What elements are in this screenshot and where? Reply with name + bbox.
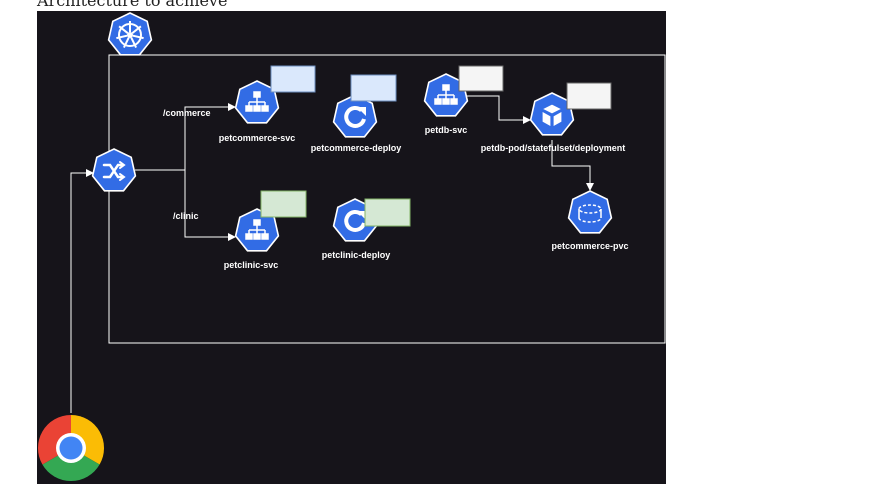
petcommerce-svc-note-box	[270, 65, 316, 93]
connectors	[70, 95, 594, 413]
petclinic-svc-note-box	[260, 190, 307, 218]
pod-cube-icon	[540, 103, 564, 129]
pvc-disk-icon	[578, 204, 602, 223]
cluster-boundary	[108, 54, 666, 344]
svc-network-icon	[245, 91, 269, 112]
petcommerce-deploy-label: petcommerce-deploy	[311, 143, 402, 153]
chrome-icon	[37, 415, 105, 482]
ingress-node	[91, 148, 137, 192]
petclinic-svc-label: petclinic-svc	[224, 260, 279, 270]
petdb-svc-to-pod-arrow	[466, 95, 531, 124]
ingress-to-petcommerce-arrow	[135, 103, 236, 171]
petcommerce-pvc-node	[567, 190, 613, 234]
svc-network-icon	[245, 219, 269, 240]
deploy-cycle-icon	[344, 105, 366, 128]
svc-network-icon	[434, 84, 458, 105]
petclinic-svc-node	[234, 208, 280, 252]
petdb-pod-label: petdb-pod/statefulset/deployment	[481, 143, 626, 153]
petcommerce-svc-label: petcommerce-svc	[219, 133, 296, 143]
petcommerce-deploy-node	[332, 94, 378, 138]
petcommerce-svc-node	[234, 80, 280, 124]
browser-to-ingress-arrow	[70, 169, 94, 413]
petdb-pod-node	[529, 92, 575, 136]
petdb-svc-node	[423, 73, 469, 117]
petdb-svc-label: petdb-svc	[425, 125, 468, 135]
petclinic-deploy-label: petclinic-deploy	[322, 250, 391, 260]
petclinic-deploy-note-box	[364, 198, 411, 227]
petdb-pod-note-box	[566, 82, 612, 110]
clinic-path-label: /clinic	[173, 211, 199, 221]
shuffle-icon	[102, 161, 126, 181]
petdb-svc-note-box	[458, 65, 504, 92]
kubernetes-wheel-icon	[107, 12, 153, 56]
page-heading: Architecture to achieve	[37, 0, 228, 10]
petcommerce-deploy-note-box	[350, 74, 397, 102]
petcommerce-pvc-label: petcommerce-pvc	[551, 241, 628, 251]
petclinic-deploy-node	[332, 198, 378, 242]
deploy-cycle-icon	[344, 209, 366, 232]
pod-to-pvc-arrow	[551, 140, 594, 191]
commerce-path-label: /commerce	[163, 108, 211, 118]
ingress-to-petclinic-arrow	[184, 170, 236, 241]
